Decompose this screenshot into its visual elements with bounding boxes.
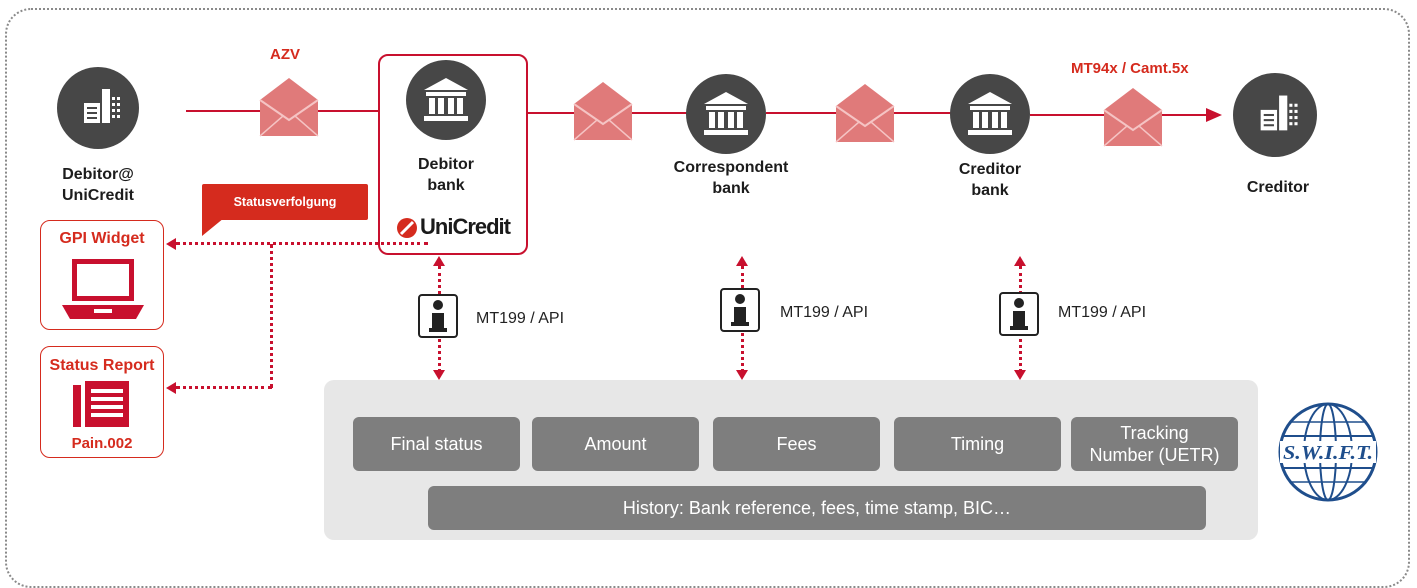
debitor-node: [57, 67, 139, 149]
info-arrow-up-3: [1014, 256, 1026, 266]
status-line-to-report: [176, 386, 272, 389]
swift-logo-text: S.W.I.F.T.: [1283, 442, 1373, 464]
info-icon: [418, 294, 458, 338]
bank-icon: [704, 92, 748, 135]
info-icon: [720, 288, 760, 332]
envelope-icon: [573, 82, 633, 141]
correspondent-bank-label: Correspondent bank: [673, 159, 789, 197]
creditor-node: [1233, 73, 1317, 157]
info-label-1: MT199 / API: [476, 310, 565, 327]
bank-icon: [968, 92, 1012, 135]
info-arrow-up-2: [736, 256, 748, 266]
info-arrow-down-3: [1014, 370, 1026, 380]
building-icon: [1260, 95, 1298, 131]
document-icon: [73, 381, 129, 427]
info-icon: [999, 292, 1039, 336]
info-arrow-up-1: [433, 256, 445, 266]
creditor-label: Creditor: [1246, 179, 1310, 196]
pill-timing: Timing: [894, 417, 1061, 471]
creditor-bank-node: [950, 74, 1030, 154]
gpi-widget-box: GPI Widget: [40, 220, 164, 330]
unicredit-logo-mark: [397, 218, 417, 238]
swift-globe-logo: S.W.I.F.T.: [1278, 402, 1378, 502]
azv-label: AZV: [270, 46, 300, 63]
info-arrow-down-2: [736, 370, 748, 380]
status-report-title: Status Report: [49, 357, 155, 374]
pill-tracking-number: Tracking Number (UETR): [1071, 417, 1238, 471]
info-label-2: MT199 / API: [780, 304, 869, 321]
correspondent-bank-node: [686, 74, 766, 154]
statusverfolgung-callout: Statusverfolgung: [202, 184, 368, 220]
envelope-icon: [835, 84, 895, 143]
pill-final-status: Final status: [353, 417, 520, 471]
pill-fees: Fees: [713, 417, 880, 471]
gpi-widget-title: GPI Widget: [59, 230, 145, 247]
building-icon: [84, 89, 120, 123]
creditor-bank-label: Creditor bank: [958, 161, 1022, 199]
pill-amount: Amount: [532, 417, 699, 471]
status-report-subtitle: Pain.002: [71, 435, 133, 452]
envelope-icon: [1103, 88, 1163, 147]
callout-tail: [202, 218, 224, 236]
status-line-branch: [270, 244, 273, 388]
report-arrow-head: [166, 382, 176, 394]
gpi-arrow-head: [166, 238, 176, 250]
unicredit-wordmark: UniCredit: [420, 214, 511, 239]
debitor-label: Debitor@ UniCredit: [62, 166, 134, 204]
status-report-box: Status Report Pain.002: [40, 346, 164, 458]
flow-arrow-head: [1206, 108, 1222, 122]
unicredit-logo: UniCredit: [396, 214, 516, 242]
info-label-3: MT199 / API: [1058, 304, 1147, 321]
pill-history: History: Bank reference, fees, time stam…: [428, 486, 1206, 530]
debitor-bank-node: [406, 60, 486, 140]
laptop-icon: [62, 259, 144, 319]
debitor-bank-label: Debitor bank: [418, 156, 474, 194]
info-arrow-down-1: [433, 370, 445, 380]
status-line-to-gpi: [176, 242, 428, 245]
mt94x-label: MT94x / Camt.5x: [1071, 60, 1189, 77]
bank-icon: [424, 78, 468, 121]
envelope-icon: [259, 78, 319, 137]
